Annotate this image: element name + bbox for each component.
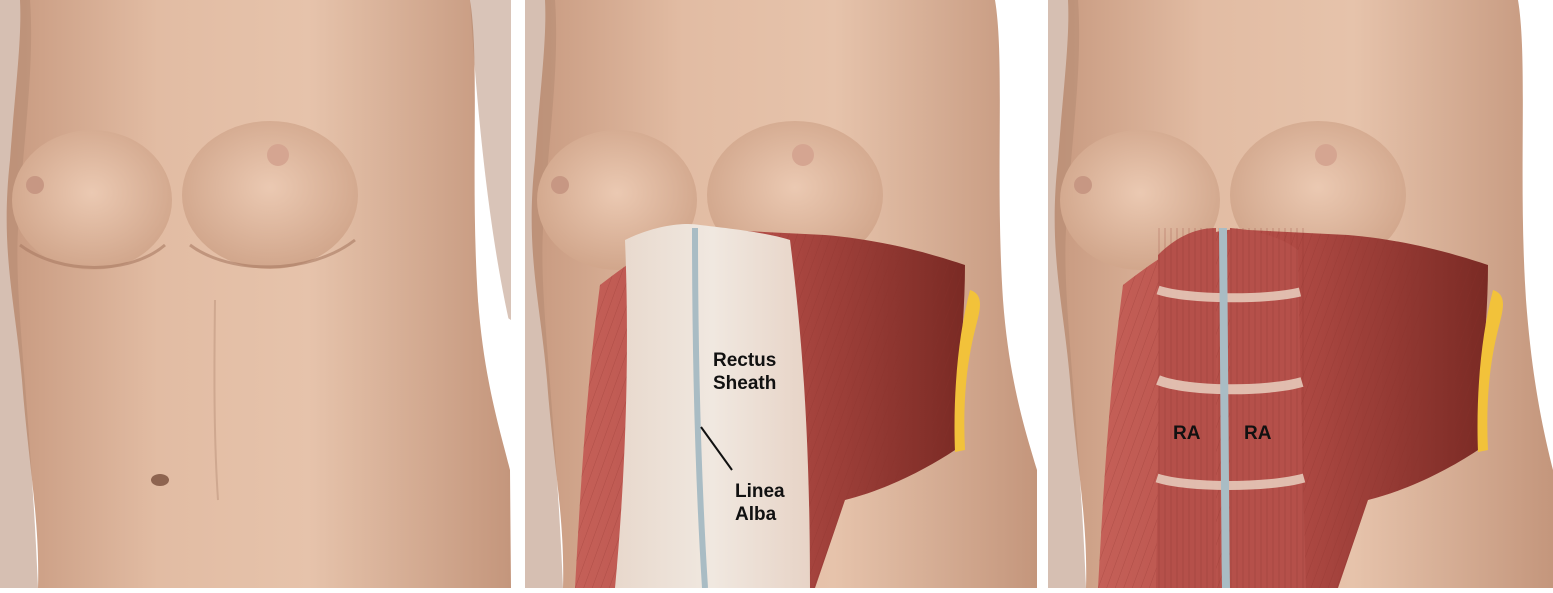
left-nipple (1074, 176, 1092, 194)
rectus-abdominis-illustration (1048, 0, 1553, 588)
rectus-sheath-label: Rectus Sheath (713, 349, 776, 395)
rectus-sheath-label-line2: Sheath (713, 372, 776, 395)
ra-right-label: RA (1244, 422, 1271, 445)
left-nipple (26, 176, 44, 194)
navel (151, 474, 169, 486)
right-breast (182, 121, 358, 269)
ra-left-label: RA (1173, 422, 1200, 445)
torso-skin (7, 0, 511, 588)
left-breast (12, 130, 172, 270)
surface-torso-illustration (0, 0, 511, 588)
linea-alba-label-line2: Alba (733, 503, 785, 526)
rectus-abdominis-panel: RA RA (1048, 0, 1553, 588)
right-nipple (792, 144, 814, 166)
rectus-sheath-label-line1: Rectus (713, 349, 776, 372)
right-nipple (1315, 144, 1337, 166)
surface-torso-panel (0, 0, 511, 588)
linea-alba (1223, 228, 1226, 588)
rectus-fibers (1156, 228, 1306, 588)
rectus-sheath-panel: Rectus Sheath Linea Alba (525, 0, 1037, 588)
linea-alba-label-line1: Linea (733, 480, 785, 503)
right-nipple (267, 144, 289, 166)
left-nipple (551, 176, 569, 194)
rectus-sheath (615, 224, 810, 588)
linea-alba-label: Linea Alba (733, 480, 785, 526)
